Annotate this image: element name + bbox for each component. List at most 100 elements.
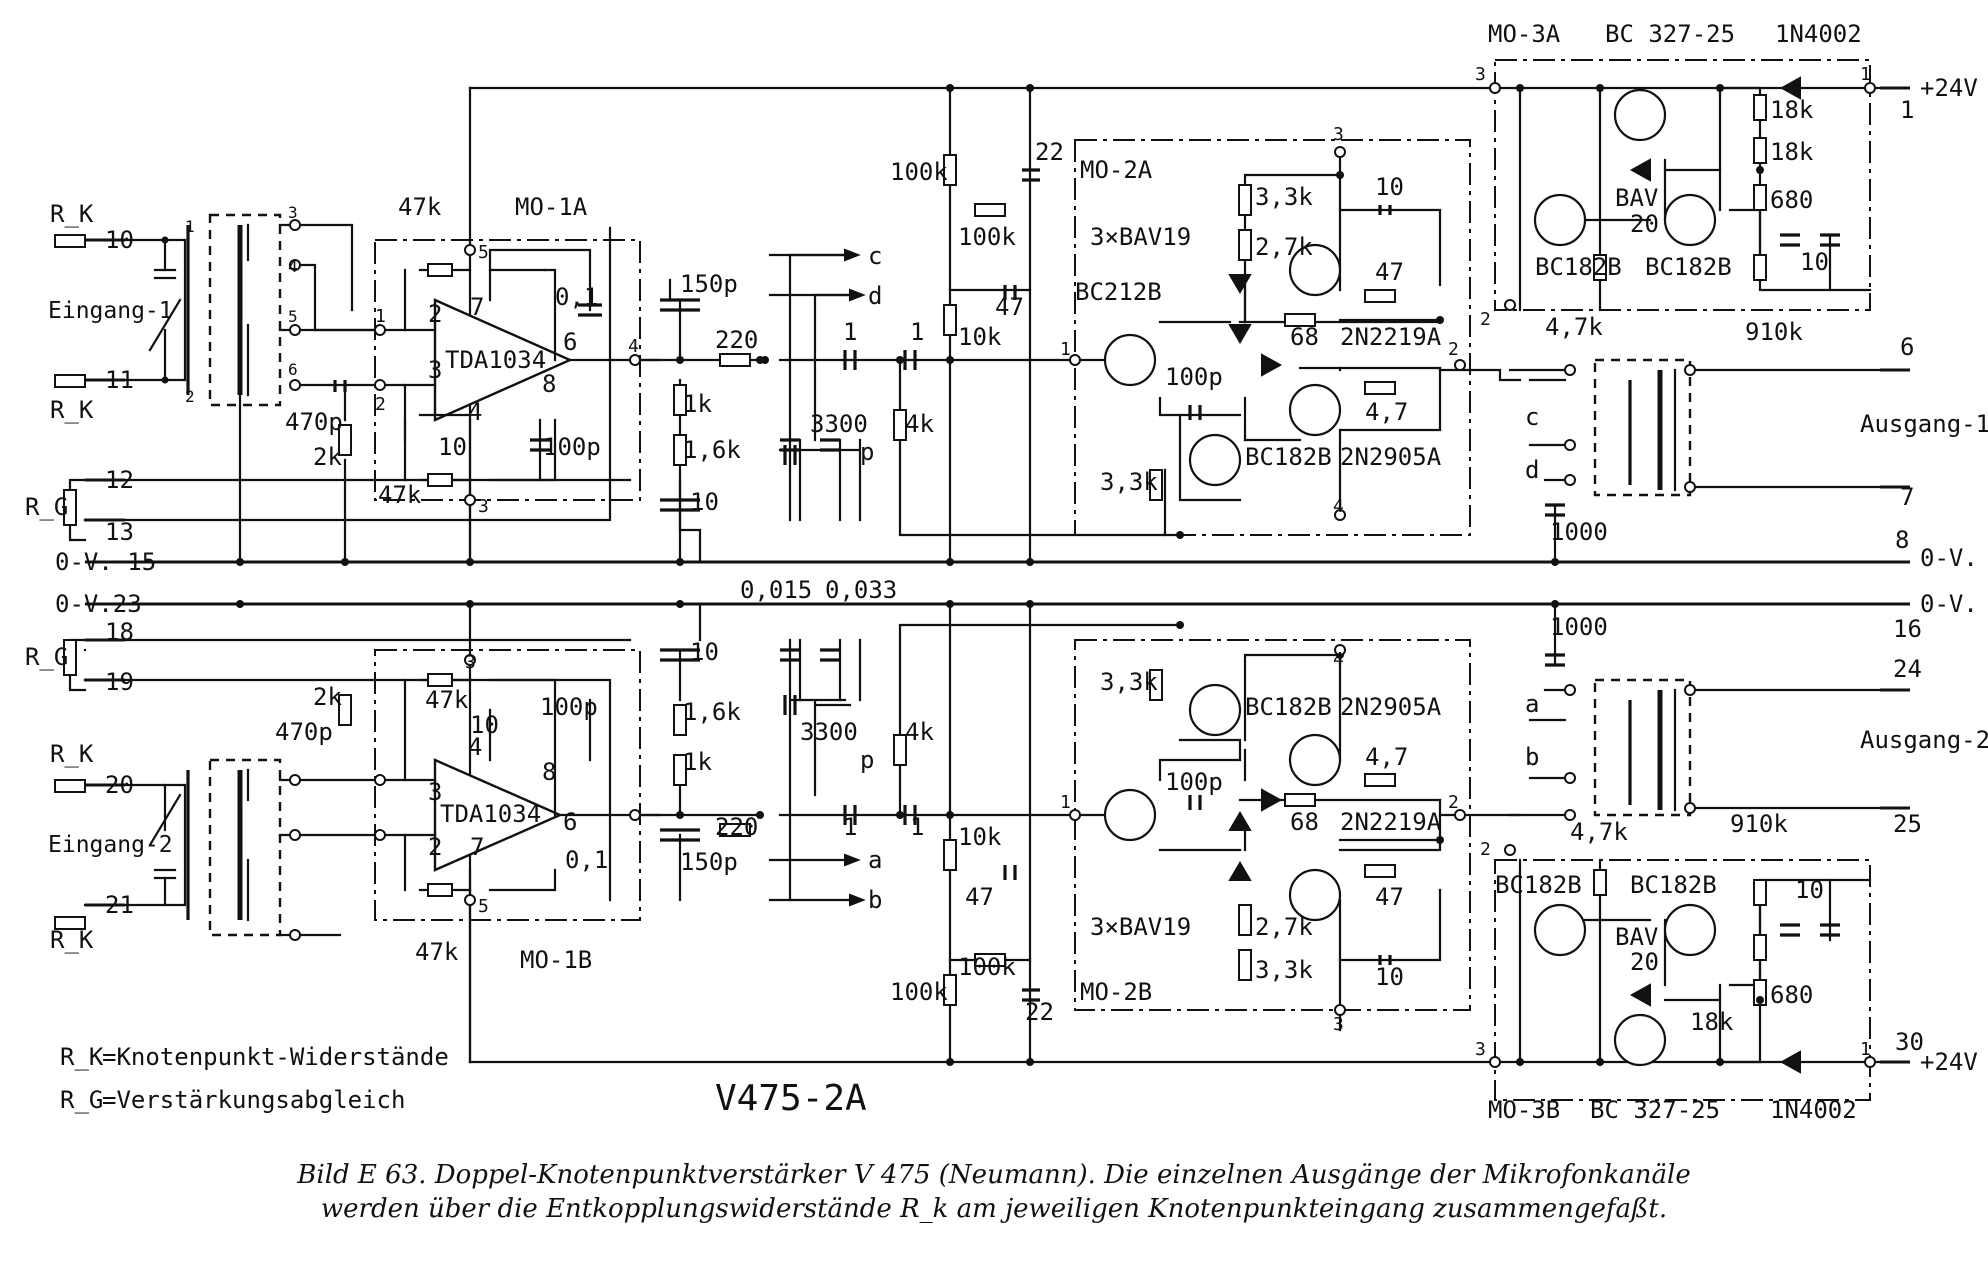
schematic-wire bbox=[1663, 998, 1762, 1064]
diode-arrow bbox=[844, 853, 861, 867]
part-label: 910k bbox=[1745, 318, 1803, 346]
resistor-body bbox=[1284, 793, 1316, 807]
part-label: 150p bbox=[680, 848, 738, 876]
connection-pin bbox=[1684, 684, 1696, 696]
schematic-wire bbox=[278, 778, 382, 937]
diode-arrow bbox=[1228, 861, 1252, 881]
node-marker bbox=[161, 376, 169, 384]
node-marker bbox=[1516, 84, 1524, 92]
legend-text: =Knotenpunkt-Widerstände bbox=[102, 1043, 449, 1071]
node-marker bbox=[1436, 836, 1444, 844]
part-label: 1 bbox=[910, 318, 924, 346]
part-label: 150p bbox=[680, 270, 738, 298]
schematic-wire bbox=[788, 638, 852, 902]
part-label: 470p bbox=[285, 408, 343, 436]
connection-pin bbox=[289, 259, 301, 271]
diode-arrow bbox=[1779, 1050, 1801, 1074]
label-supply: +24V bbox=[1920, 1048, 1978, 1076]
label-rk: R_K bbox=[50, 396, 94, 424]
label-terminal: 12 bbox=[105, 466, 134, 494]
pin-label: 2 bbox=[1480, 839, 1491, 860]
node-marker bbox=[946, 356, 954, 364]
part-label: 3,3k bbox=[1255, 956, 1313, 984]
node-marker bbox=[1176, 621, 1184, 629]
transistor-body bbox=[1288, 243, 1342, 297]
resistor-body bbox=[427, 883, 453, 897]
schematic-wire bbox=[678, 602, 702, 702]
transistor-body bbox=[1288, 733, 1342, 787]
schematic-wire bbox=[1022, 988, 1040, 1002]
pin-label: 3 bbox=[428, 356, 442, 384]
part-label: 10k bbox=[958, 823, 1002, 851]
node-marker bbox=[236, 600, 244, 608]
pin-label: 4 bbox=[628, 336, 639, 357]
part-label: 47k bbox=[415, 938, 459, 966]
schematic-wire bbox=[1003, 865, 1017, 880]
label-input: Eingang-1 bbox=[48, 298, 173, 324]
resistor-body bbox=[54, 374, 86, 388]
connection-pin bbox=[1564, 809, 1576, 821]
node-marker bbox=[946, 600, 954, 608]
label-terminal: 24 bbox=[1893, 655, 1922, 683]
schematic-wire bbox=[1780, 233, 1800, 247]
legend-symbol: R_G bbox=[60, 1086, 103, 1114]
part-label: 47 bbox=[965, 883, 994, 911]
module-label: MO-1B bbox=[520, 946, 592, 974]
connection-pin bbox=[1564, 772, 1576, 784]
label-zero-volt: 0-V. bbox=[1920, 544, 1978, 572]
schematic-wire bbox=[488, 698, 592, 762]
label-terminal: 13 bbox=[105, 518, 134, 546]
schematic-wire bbox=[1508, 688, 1572, 817]
schematic-wire bbox=[1378, 205, 1392, 215]
diode-arrow bbox=[1228, 811, 1252, 831]
schematic-wire bbox=[83, 638, 632, 902]
resistor-body bbox=[719, 353, 751, 367]
schematic-wire bbox=[660, 298, 700, 312]
label-terminal: 7 bbox=[1900, 483, 1914, 511]
connection-pin bbox=[1334, 644, 1346, 656]
node-marker bbox=[1336, 171, 1344, 179]
connection-pin bbox=[464, 494, 476, 506]
label-terminal: 30 bbox=[1895, 1028, 1924, 1056]
pin-label: 2 bbox=[375, 394, 386, 415]
part-label: 4k bbox=[905, 718, 934, 746]
schematic-wire bbox=[1158, 758, 1242, 852]
connector-label: c bbox=[868, 242, 882, 270]
node-marker bbox=[1516, 1058, 1524, 1066]
node-marker bbox=[676, 600, 684, 608]
resistor-body bbox=[1364, 289, 1396, 303]
label-output: Ausgang-1 bbox=[1860, 410, 1988, 438]
connection-pin bbox=[1684, 481, 1696, 493]
label-zero-volt: 0-V. 15 bbox=[55, 548, 156, 576]
pin-label: 2 bbox=[1448, 339, 1459, 360]
part-label: 10 bbox=[1800, 248, 1829, 276]
schematic-wire bbox=[903, 805, 917, 825]
part-label: BC182B bbox=[1245, 443, 1332, 471]
part-label: 100k bbox=[958, 223, 1016, 251]
part-label: BC182B bbox=[1645, 253, 1732, 281]
pin-label: 1 bbox=[1060, 339, 1071, 360]
schematic-diagram: R_K 10 Eingang-1 11 R_K 12 R_G 13 0-V. 1… bbox=[25, 20, 1988, 1124]
schematic-wire bbox=[1545, 503, 1565, 517]
connection-pin bbox=[1684, 802, 1696, 814]
diode-arrow bbox=[1228, 274, 1252, 294]
transistor-body bbox=[1288, 868, 1342, 922]
resistor-body bbox=[1753, 184, 1767, 211]
part-label: 2N2905A bbox=[1340, 693, 1442, 721]
label-terminal: 8 bbox=[1895, 526, 1909, 554]
part-label: 18k bbox=[1690, 1008, 1734, 1036]
pin-label: 2 bbox=[1448, 792, 1459, 813]
schematic-wire bbox=[1338, 208, 1442, 322]
part-label: 2N2219A bbox=[1340, 808, 1442, 836]
part-label: 1k bbox=[683, 390, 712, 418]
part-label: 0,1 bbox=[555, 283, 598, 311]
connector-label: b bbox=[868, 886, 882, 914]
schematic-wire bbox=[1188, 405, 1202, 420]
node-marker bbox=[946, 1058, 954, 1066]
schematic-wire bbox=[148, 793, 182, 847]
resistor-body bbox=[54, 779, 86, 793]
opamp-symbol bbox=[433, 298, 573, 422]
resistor-body bbox=[1753, 94, 1767, 121]
transistor-body bbox=[1533, 903, 1587, 957]
part-label: 0,033 bbox=[825, 576, 897, 604]
